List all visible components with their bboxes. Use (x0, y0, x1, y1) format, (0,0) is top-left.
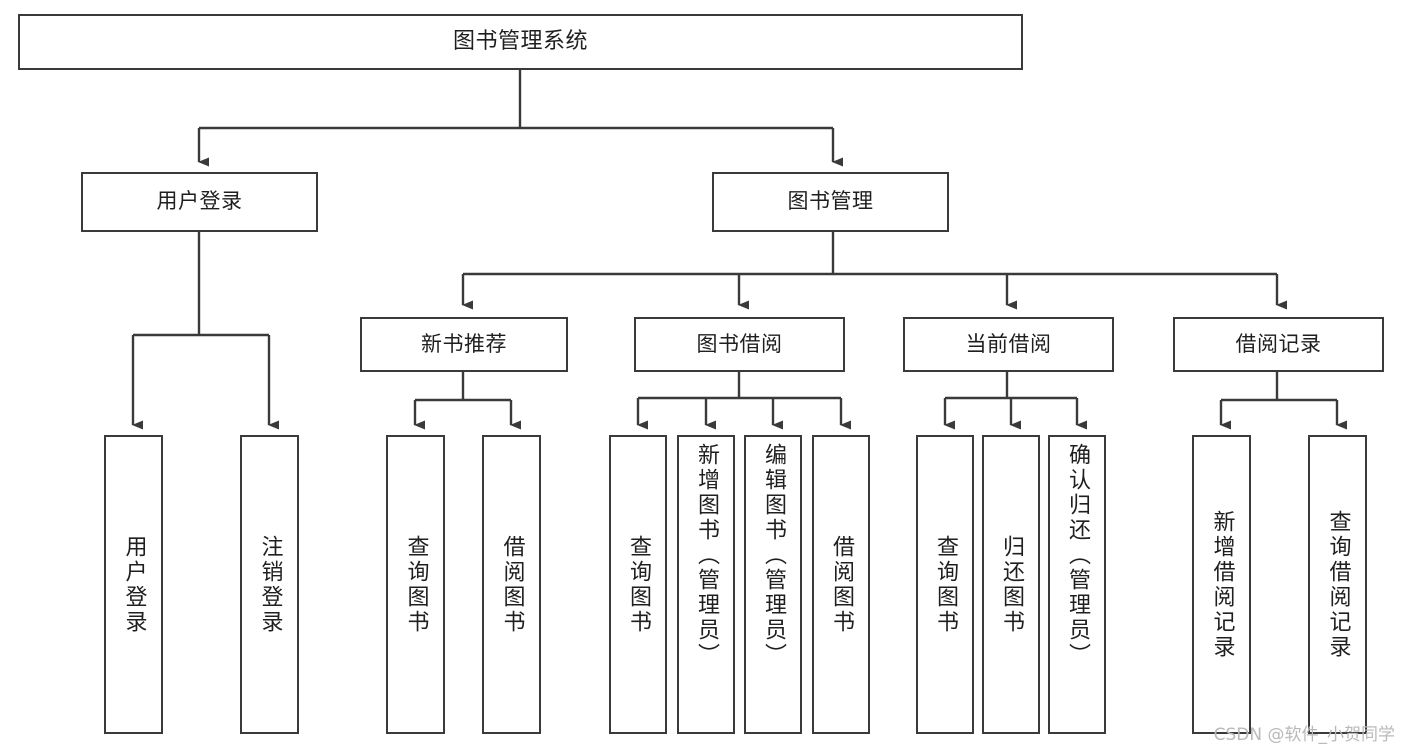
node-label: 当前借阅 (965, 331, 1052, 356)
node-label: 新书推荐 (421, 331, 507, 356)
node-label: 用户登录 (156, 189, 243, 214)
node-label: 归还图书 (999, 534, 1024, 635)
leaf-user-login[interactable]: 用户登录 (104, 435, 163, 734)
node-label: 确认归还（管理员） (1065, 443, 1090, 668)
leaf-recommend-query-book[interactable]: 查询图书 (386, 435, 445, 734)
node-label: 编辑图书（管理员） (761, 443, 786, 668)
node-label: 借阅图书 (499, 534, 525, 635)
node-new-book-recommend[interactable]: 新书推荐 (360, 317, 568, 372)
leaf-borrow-add-book-admin[interactable]: 新增图书（管理员） (677, 435, 735, 734)
leaf-current-return-book[interactable]: 归还图书 (982, 435, 1040, 734)
node-root-book-management-system[interactable]: 图书管理系统 (18, 14, 1023, 70)
leaf-borrow-query-book[interactable]: 查询图书 (609, 435, 667, 734)
node-label: 图书借阅 (696, 331, 783, 356)
leaf-logout[interactable]: 注销登录 (240, 435, 299, 734)
node-current-borrow[interactable]: 当前借阅 (903, 317, 1114, 372)
node-book-management[interactable]: 图书管理 (712, 172, 949, 232)
node-label: 查询图书 (403, 534, 429, 635)
csdn-watermark: CSDN @软件_小贺同学 (1213, 725, 1395, 745)
node-label: 注销登录 (257, 534, 283, 635)
node-label: 查询借阅记录 (1325, 509, 1351, 660)
node-user-login[interactable]: 用户登录 (81, 172, 318, 232)
node-label: 借阅记录 (1235, 331, 1322, 356)
node-label: 图书管理 (787, 189, 874, 214)
node-label: 新增图书（管理员） (694, 443, 719, 668)
leaf-borrow-borrow-book[interactable]: 借阅图书 (812, 435, 870, 734)
leaf-current-confirm-return-admin[interactable]: 确认归还（管理员） (1048, 435, 1106, 734)
node-book-borrow[interactable]: 图书借阅 (634, 317, 845, 372)
node-label: 用户登录 (121, 534, 147, 635)
leaf-borrow-edit-book-admin[interactable]: 编辑图书（管理员） (744, 435, 802, 734)
node-label: 图书管理系统 (452, 28, 588, 54)
node-label: 查询图书 (626, 534, 651, 635)
leaf-current-query-book[interactable]: 查询图书 (916, 435, 974, 734)
node-label: 新增借阅记录 (1209, 509, 1235, 660)
node-label: 查询图书 (933, 534, 958, 635)
leaf-records-add-record[interactable]: 新增借阅记录 (1192, 435, 1251, 734)
leaf-recommend-borrow-book[interactable]: 借阅图书 (482, 435, 541, 734)
node-label: 借阅图书 (829, 534, 854, 635)
node-borrow-records[interactable]: 借阅记录 (1173, 317, 1384, 372)
leaf-records-query-record[interactable]: 查询借阅记录 (1308, 435, 1367, 734)
